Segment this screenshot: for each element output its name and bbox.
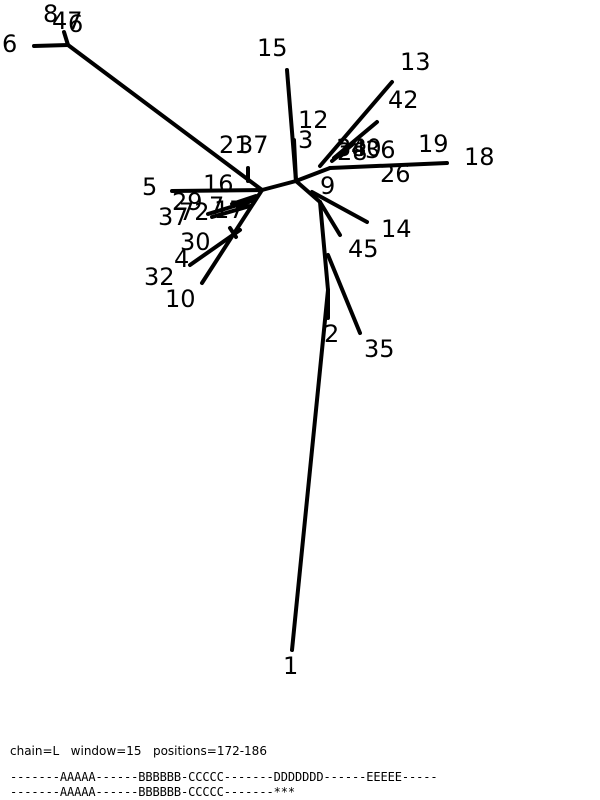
tree-edge	[326, 253, 362, 335]
leaf-label: 16	[203, 170, 234, 198]
leaf-label: 9	[320, 172, 335, 200]
tree-edge	[318, 200, 330, 292]
sequence-track-2: -------AAAAA------BBBBBB-CCCCC-------***	[10, 785, 295, 799]
leaf-label: 3	[298, 126, 313, 154]
tree-edge	[210, 204, 252, 219]
tree-edges	[32, 30, 449, 652]
leaf-label: 26	[380, 160, 411, 188]
leaf-label: 72	[179, 198, 210, 226]
leaf-label: 17	[214, 196, 245, 224]
tree-edge	[32, 43, 70, 48]
tree-edge	[260, 179, 298, 192]
leaf-label: 10	[165, 285, 196, 313]
tree-edge	[188, 228, 242, 267]
leaf-label: 14	[381, 215, 412, 243]
tree-edge	[318, 80, 394, 168]
leaf-label: 1	[283, 652, 298, 680]
tree-edge	[294, 179, 322, 204]
tree-edge	[206, 198, 256, 216]
leaf-label: 32	[144, 263, 175, 291]
sequence-track-1: -------AAAAA------BBBBBB-CCCCC-------DDD…	[10, 770, 438, 784]
leaf-label: 6	[68, 10, 83, 38]
tree-edge	[66, 43, 264, 192]
leaf-label: 6	[2, 30, 17, 58]
leaf-label: 2	[324, 320, 339, 348]
tree-edge	[62, 30, 70, 47]
leaf-label: 35	[364, 335, 395, 363]
leaf-label: 40	[351, 134, 382, 162]
leaf-label: 12	[298, 106, 329, 134]
leaf-label: 8	[43, 0, 58, 28]
tree-edge	[290, 288, 330, 652]
leaf-label: 45	[348, 235, 379, 263]
leaf-label: 15	[257, 34, 288, 62]
leaf-label: 7	[209, 192, 224, 220]
leaf-label: 42	[388, 86, 419, 114]
tree-edge	[230, 194, 258, 206]
tree-edge	[294, 166, 332, 183]
leaf-label: 19	[418, 130, 449, 158]
leaf-label: 47	[52, 7, 83, 35]
leaf-label: 4	[174, 245, 189, 273]
leaf-label: 13	[400, 48, 431, 76]
tree-edge	[228, 226, 238, 239]
leaf-label: 38	[336, 134, 367, 162]
tree-edge	[310, 190, 369, 224]
parameters-line: chain=L window=15 positions=172-186	[10, 744, 267, 758]
tree-edge	[318, 200, 342, 237]
tree-edge	[328, 161, 449, 170]
tree-edge	[170, 188, 264, 193]
leaf-label: 5	[142, 173, 157, 201]
leaf-label: 28	[337, 138, 368, 166]
leaf-label: 29	[172, 188, 203, 216]
leaf-label: 30	[180, 228, 211, 256]
leaf-label: 18	[464, 143, 495, 171]
leaf-label: 37	[238, 131, 269, 159]
leaf-label: 36	[365, 136, 396, 164]
tree-edge	[330, 143, 354, 163]
leaf-label: 21	[219, 131, 250, 159]
tree-edge	[292, 138, 298, 183]
leaf-label: 37	[158, 203, 189, 231]
